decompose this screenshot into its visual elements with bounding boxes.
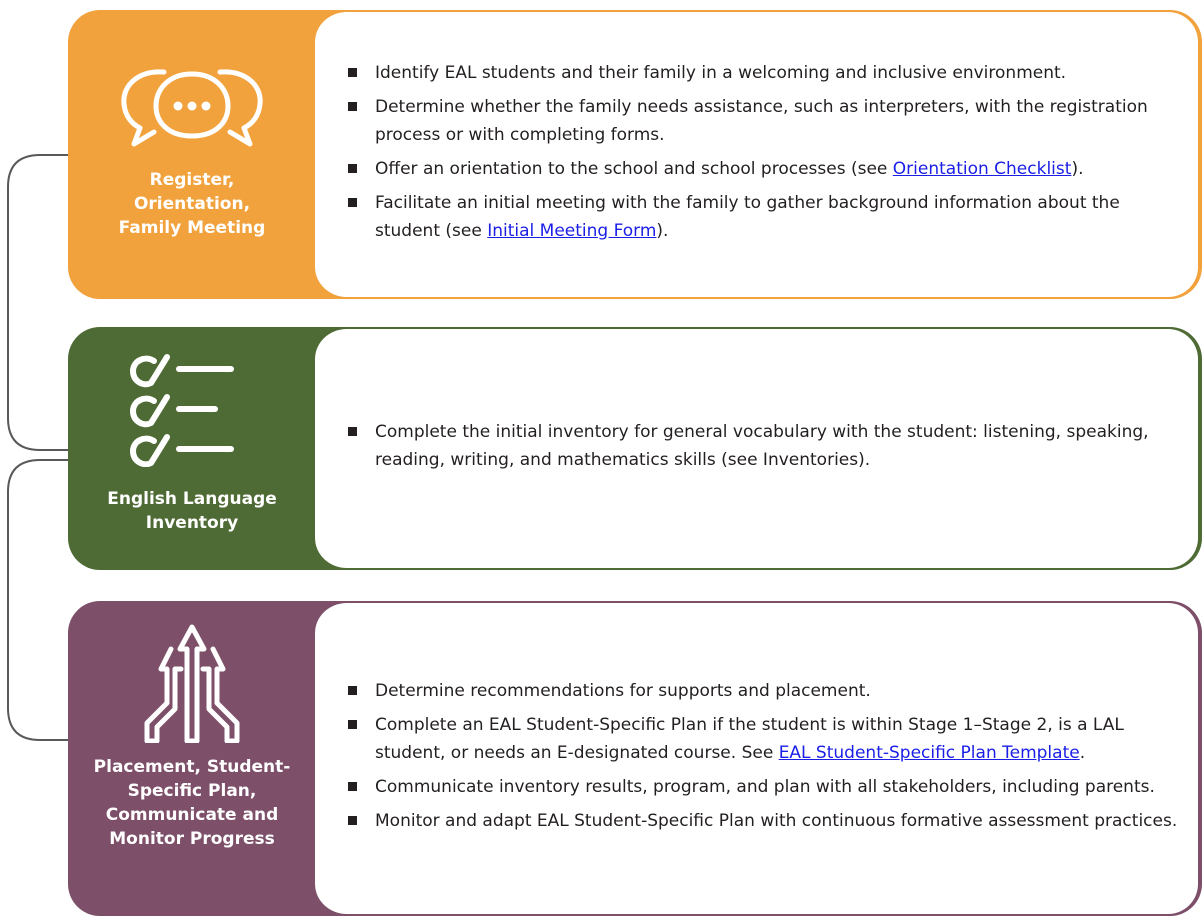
stage-label-column: English Language Inventory [68,327,316,570]
bullet-text: Determine whether the family needs assis… [375,96,1148,145]
stage-label-column: Register, Orientation, Family Meeting [68,10,316,299]
bullet-text: Facilitate an initial meeting with the f… [375,192,1120,241]
bullet-item: Determine recommendations for supports a… [348,677,1190,705]
bullet-list: Determine recommendations for supports a… [348,677,1190,841]
bullet-item: Offer an orientation to the school and s… [348,155,1190,183]
speech-bubbles-icon [121,69,263,147]
stage-content-panel: Identify EAL students and their family i… [315,10,1200,299]
bullet-text: Complete an EAL Student-Specific Plan if… [375,714,1124,763]
bullet-item: Monitor and adapt EAL Student-Specific P… [348,807,1190,835]
bullet-text: . [1079,742,1086,763]
bullet-item: Complete an EAL Student-Specific Plan if… [348,711,1190,767]
bullet-text: Identify EAL students and their family i… [375,62,1067,83]
stage-placement-plan-monitor: Placement, Student-Specific Plan, Commun… [68,601,1202,916]
bullet-text: Monitor and adapt EAL Student-Specific P… [375,810,1178,831]
bullet-text: ). [656,220,669,241]
stage-content-panel: Complete the initial inventory for gener… [315,327,1200,570]
stage-content-panel: Determine recommendations for supports a… [315,601,1200,916]
student-specific-plan-template-link[interactable]: EAL Student-Specific Plan Template [778,742,1080,763]
stage-english-language-inventory: English Language Inventory Complete the … [68,327,1202,570]
stage-title: English Language Inventory [107,489,277,533]
bullet-item: Facilitate an initial meeting with the f… [348,189,1190,245]
bullet-text: Communicate inventory results, program, … [375,776,1155,797]
bullet-item: Communicate inventory results, program, … [348,773,1190,801]
checklist-icon [130,354,234,467]
stage-label-column: Placement, Student-Specific Plan, Commun… [68,601,316,916]
bullet-item: Complete the initial inventory for gener… [348,418,1190,474]
stage-title: Register, Orientation, Family Meeting [118,170,266,238]
bullet-list: Identify EAL students and their family i… [348,59,1190,251]
orientation-checklist-link[interactable]: Orientation Checklist [892,158,1072,179]
stage-title: Placement, Student-Specific Plan, Commun… [93,757,291,849]
bullet-item: Determine whether the family needs assis… [348,93,1190,149]
bullet-text: ). [1071,158,1084,179]
stage-register-orientation: Register, Orientation, Family Meeting Id… [68,10,1202,299]
bullet-item: Identify EAL students and their family i… [348,59,1190,87]
bullet-text: Offer an orientation to the school and s… [375,158,893,179]
initial-meeting-form-link[interactable]: Initial Meeting Form [487,220,657,241]
bullet-list: Complete the initial inventory for gener… [348,418,1190,480]
upward-arrows-icon [144,624,240,743]
bullet-text: Complete the initial inventory for gener… [375,421,1149,470]
bullet-text: Determine recommendations for supports a… [375,680,871,701]
flow-connector [7,154,70,741]
